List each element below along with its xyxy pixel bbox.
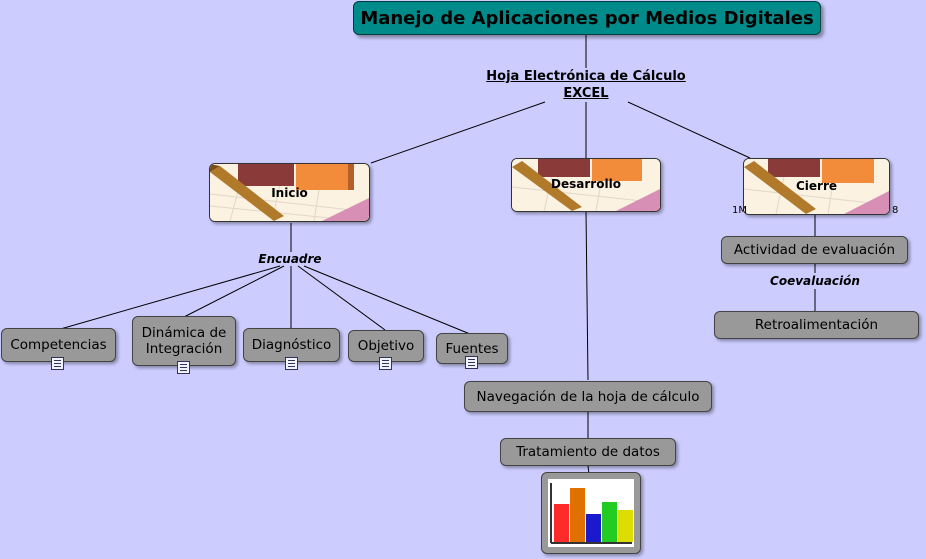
desarrollo-label: Desarrollo (551, 177, 621, 191)
cierre-image (744, 159, 889, 214)
resource-icon[interactable] (465, 356, 478, 369)
chart-icon-bar (570, 488, 585, 542)
cierre-partial-right: 8 (892, 205, 899, 216)
bar-chart-icon (550, 483, 633, 544)
subtitle-line1: Hoja Electrónica de Cálculo (486, 69, 686, 84)
chart-icon-bar (586, 514, 601, 542)
cierre-label: Cierre (795, 179, 838, 193)
chart-icon-bar (554, 504, 569, 542)
tratamiento-node[interactable]: Tratamiento de datos (500, 438, 676, 466)
resource-icon[interactable] (379, 357, 392, 370)
resource-icon[interactable] (177, 361, 190, 374)
resource-icon[interactable] (285, 357, 298, 370)
chart-icon-area (548, 479, 634, 547)
encuadre-label: Encuadre (258, 252, 322, 266)
desarrollo-image (512, 159, 660, 211)
cierre-partial-left: 1M (732, 205, 747, 216)
coevaluacion-label: Coevaluación (770, 274, 860, 288)
retroalimentacion-node[interactable]: Retroalimentación (714, 311, 919, 339)
chart-icon-bar (602, 502, 617, 542)
chart-icon-bar (618, 510, 633, 542)
actividad-node[interactable]: Actividad de evaluación (721, 236, 908, 264)
branch-cierre[interactable]: Cierre (743, 158, 890, 215)
main-title[interactable]: Manejo de Aplicaciones por Medios Digita… (353, 1, 821, 35)
resource-icon[interactable] (51, 357, 64, 370)
branch-inicio[interactable]: Inicio (209, 163, 370, 222)
subtitle-line2: EXCEL (563, 86, 609, 101)
branch-desarrollo[interactable]: Desarrollo (511, 158, 661, 212)
dinamica-node[interactable]: Dinámica de Integración (132, 316, 236, 366)
subtitle-node: Hoja Electrónica de Cálculo EXCEL (470, 68, 702, 102)
inicio-label: Inicio (271, 186, 308, 200)
navegacion-node[interactable]: Navegación de la hoja de cálculo (464, 381, 712, 412)
inicio-image (210, 164, 369, 221)
diagnostico-node[interactable]: Diagnóstico (243, 328, 340, 362)
objetivo-node[interactable]: Objetivo (348, 330, 424, 362)
chart-image-node[interactable] (541, 472, 641, 554)
